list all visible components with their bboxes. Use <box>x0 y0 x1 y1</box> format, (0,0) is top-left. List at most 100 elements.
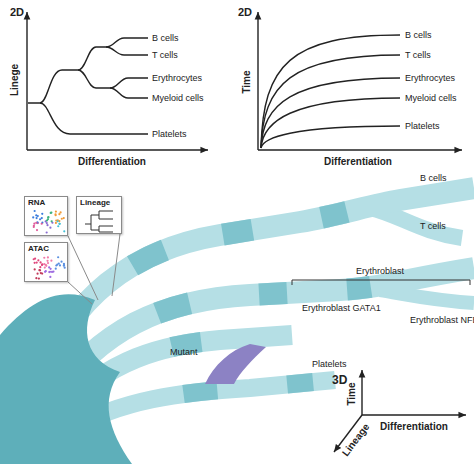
lineage-tree-icon <box>99 215 113 219</box>
cell-dot <box>36 229 38 231</box>
cell-dot <box>55 264 57 266</box>
cell-dot <box>34 268 36 270</box>
branch-label: Erythroblast GATA1 <box>302 304 381 313</box>
tree-branch <box>110 88 148 98</box>
cell-dot <box>55 214 57 216</box>
cell-dot <box>63 230 65 232</box>
lineage-tree-icon <box>99 226 113 230</box>
branch-label: B cells <box>152 34 179 43</box>
leader-line <box>68 236 98 300</box>
cell-dot <box>58 223 60 225</box>
right-plot <box>258 12 462 150</box>
tree-branch <box>40 103 148 134</box>
cell-dot <box>54 213 56 215</box>
tree-branch <box>106 47 148 55</box>
growth-curve <box>261 98 400 148</box>
tree-branch <box>110 78 148 88</box>
cell-dot <box>47 256 49 258</box>
inset-title: RNA <box>25 197 67 209</box>
leader-line <box>68 282 92 304</box>
cell-dot <box>46 224 48 226</box>
cell-dot <box>51 271 53 273</box>
bracket <box>292 280 470 285</box>
cell-dot <box>64 267 66 269</box>
cell-dot <box>61 218 63 220</box>
axis-label: Differentiation <box>78 157 146 167</box>
axis-label: 2D <box>238 7 252 18</box>
differentiation-axis <box>362 414 466 415</box>
cell-dot <box>47 262 49 264</box>
x-axis <box>27 149 208 150</box>
cell-dot <box>44 271 46 273</box>
branch-label: Platelets <box>312 360 347 369</box>
tree-branch <box>78 47 106 70</box>
tree-branch <box>28 70 78 103</box>
branch-label: Erythroblast NFE-2 <box>410 316 474 325</box>
cell-dot <box>39 269 41 271</box>
cell-dot <box>43 257 45 259</box>
cell-dot <box>38 277 40 279</box>
inset-title: Lineage <box>77 197 121 209</box>
y-axis <box>257 12 258 150</box>
cell-dot <box>59 223 61 225</box>
cell-dot <box>34 262 36 264</box>
cell-dot <box>57 256 59 258</box>
cell-dot <box>48 271 50 273</box>
branch-label: Mutant <box>170 348 198 357</box>
cell-dot <box>46 219 48 221</box>
leader-line <box>112 234 120 296</box>
growth-curve <box>261 126 400 148</box>
cell-dot <box>50 211 52 213</box>
branch-label: B cells <box>405 31 432 40</box>
cell-dot <box>35 277 37 279</box>
axis-label: 3D <box>332 374 347 386</box>
cell-dot <box>37 259 39 261</box>
cell-dot <box>32 216 34 218</box>
cell-dot <box>60 261 62 263</box>
cell-dot <box>39 261 41 263</box>
cell-dot <box>36 262 38 264</box>
cell-dot <box>34 258 36 260</box>
growth-curve <box>261 78 400 148</box>
cell-dot <box>50 212 52 214</box>
cell-dot <box>45 264 47 266</box>
branch-label: Myeloid cells <box>405 94 457 103</box>
cell-dot <box>55 222 57 224</box>
axis-label: Differentiation <box>380 422 448 432</box>
cell-dot <box>46 231 48 233</box>
cell-dot <box>55 210 57 212</box>
cell-dot <box>41 223 43 225</box>
cell-dot <box>59 264 61 266</box>
lineage-tree-icon <box>99 211 113 215</box>
cell-dot <box>35 217 37 219</box>
y-axis <box>26 12 27 150</box>
inset-box: Lineage <box>76 196 122 234</box>
cell-dot <box>46 260 48 262</box>
cell-dot <box>60 211 62 213</box>
branch-label: T cells <box>405 51 431 60</box>
branch-label: Platelets <box>152 130 187 139</box>
mutant-branch <box>205 344 266 384</box>
cell-dot <box>51 222 53 224</box>
cell-dot <box>40 272 42 274</box>
lineage-tree-icon <box>91 224 99 230</box>
branch-label: T cells <box>420 222 446 231</box>
cell-dot <box>49 271 51 273</box>
cell-dot <box>55 268 57 270</box>
cell-dot <box>58 213 60 215</box>
cell-dot <box>48 266 50 268</box>
cell-dot <box>57 220 59 222</box>
cell-dot <box>33 223 35 225</box>
inset-title: ATAC <box>25 243 67 255</box>
cell-dot <box>37 215 39 217</box>
leader-lines <box>68 234 120 304</box>
x-axis <box>258 149 462 150</box>
inset-box: ATAC <box>24 242 68 282</box>
cell-dot <box>49 276 51 278</box>
branch-label: B cells <box>420 174 447 183</box>
branch-label: Myeloid cells <box>152 94 204 103</box>
growth-curve <box>261 35 400 148</box>
lineage-bands <box>0 188 474 464</box>
cell-dot <box>47 216 49 218</box>
trunk <box>0 294 132 464</box>
